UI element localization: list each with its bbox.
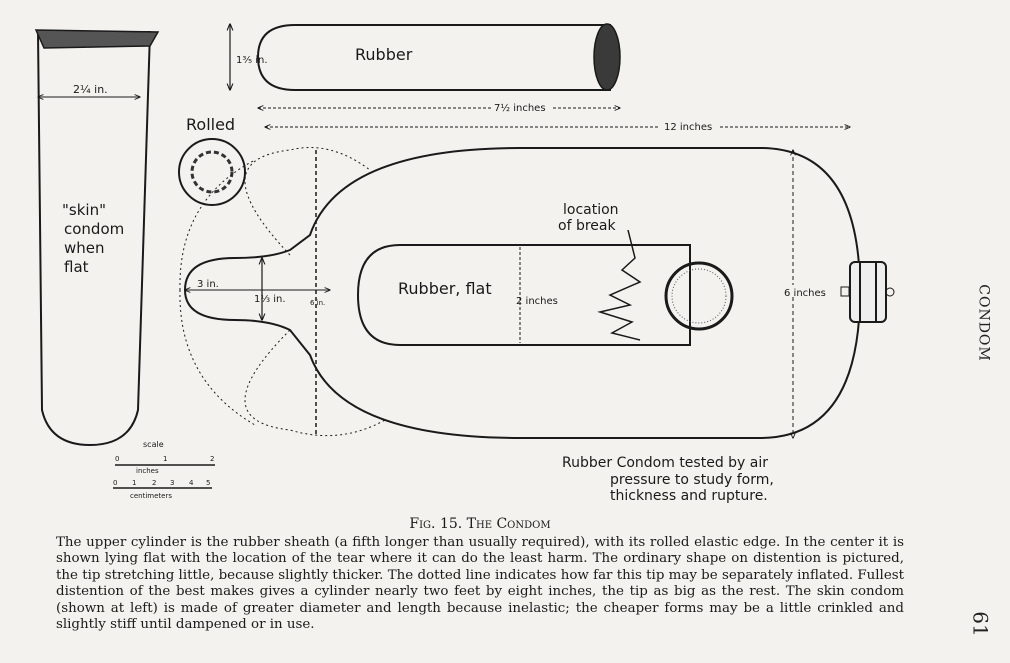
tip-length-label: 3 in. bbox=[197, 279, 219, 290]
running-head: CONDOM bbox=[975, 284, 992, 362]
skin-condom-drawing bbox=[34, 29, 160, 447]
skin-label-2: condom bbox=[64, 220, 124, 238]
tip-small-label: 6 in. bbox=[310, 299, 325, 307]
rubber-cylinder-drawing bbox=[230, 23, 850, 127]
scale-title: scale bbox=[143, 440, 164, 449]
location-label-1: location bbox=[563, 202, 619, 218]
inch-tick: 2 bbox=[210, 455, 214, 463]
cm-tick: 4 bbox=[189, 479, 194, 487]
rolled-label: Rolled bbox=[186, 115, 235, 134]
two-inches-label: 2 inches bbox=[516, 296, 558, 307]
skin-label-1: "skin" bbox=[62, 201, 106, 219]
caption-title: Fig. 15. The Condom bbox=[409, 516, 551, 532]
inflated-condom-drawing bbox=[179, 147, 895, 439]
six-inches-label: 6 inches bbox=[784, 288, 826, 299]
rubber-length-label: 7½ inches bbox=[494, 102, 546, 114]
inch-tick: 1 bbox=[163, 455, 167, 463]
page-number: 61 bbox=[968, 611, 993, 637]
skin-width-label: 2¼ in. bbox=[73, 83, 108, 96]
note-line-2: pressure to study form, bbox=[610, 472, 774, 488]
cm-label: centimeters bbox=[130, 492, 172, 500]
inch-tick: 0 bbox=[115, 455, 119, 463]
location-label-2: of break bbox=[558, 218, 616, 234]
rubber-flat-label: Rubber, flat bbox=[398, 279, 492, 298]
skin-label-4: flat bbox=[64, 258, 89, 276]
cm-tick: 3 bbox=[170, 479, 174, 487]
cm-tick: 1 bbox=[132, 479, 136, 487]
cm-tick: 2 bbox=[152, 479, 156, 487]
cm-tick: 0 bbox=[113, 479, 117, 487]
cm-tick: 5 bbox=[206, 479, 210, 487]
tip-width-label: 1⅓ in. bbox=[254, 294, 286, 305]
caption-text: The upper cylinder is the rubber sheath … bbox=[56, 534, 904, 633]
note-line-1: Rubber Condom tested by air bbox=[562, 455, 768, 471]
skin-label-3: when bbox=[64, 239, 105, 257]
figure-caption: Fig. 15. The Condom The upper cylinder i… bbox=[56, 516, 904, 634]
note-line-3: thickness and rupture. bbox=[610, 488, 768, 504]
rubber-label: Rubber bbox=[355, 45, 413, 64]
inch-label: inches bbox=[136, 467, 159, 475]
full-length-label: 12 inches bbox=[664, 122, 712, 133]
rubber-height-label: 1⅗ in. bbox=[236, 55, 268, 66]
rolled-condom-drawing bbox=[178, 138, 246, 206]
scale-bar bbox=[113, 464, 215, 489]
